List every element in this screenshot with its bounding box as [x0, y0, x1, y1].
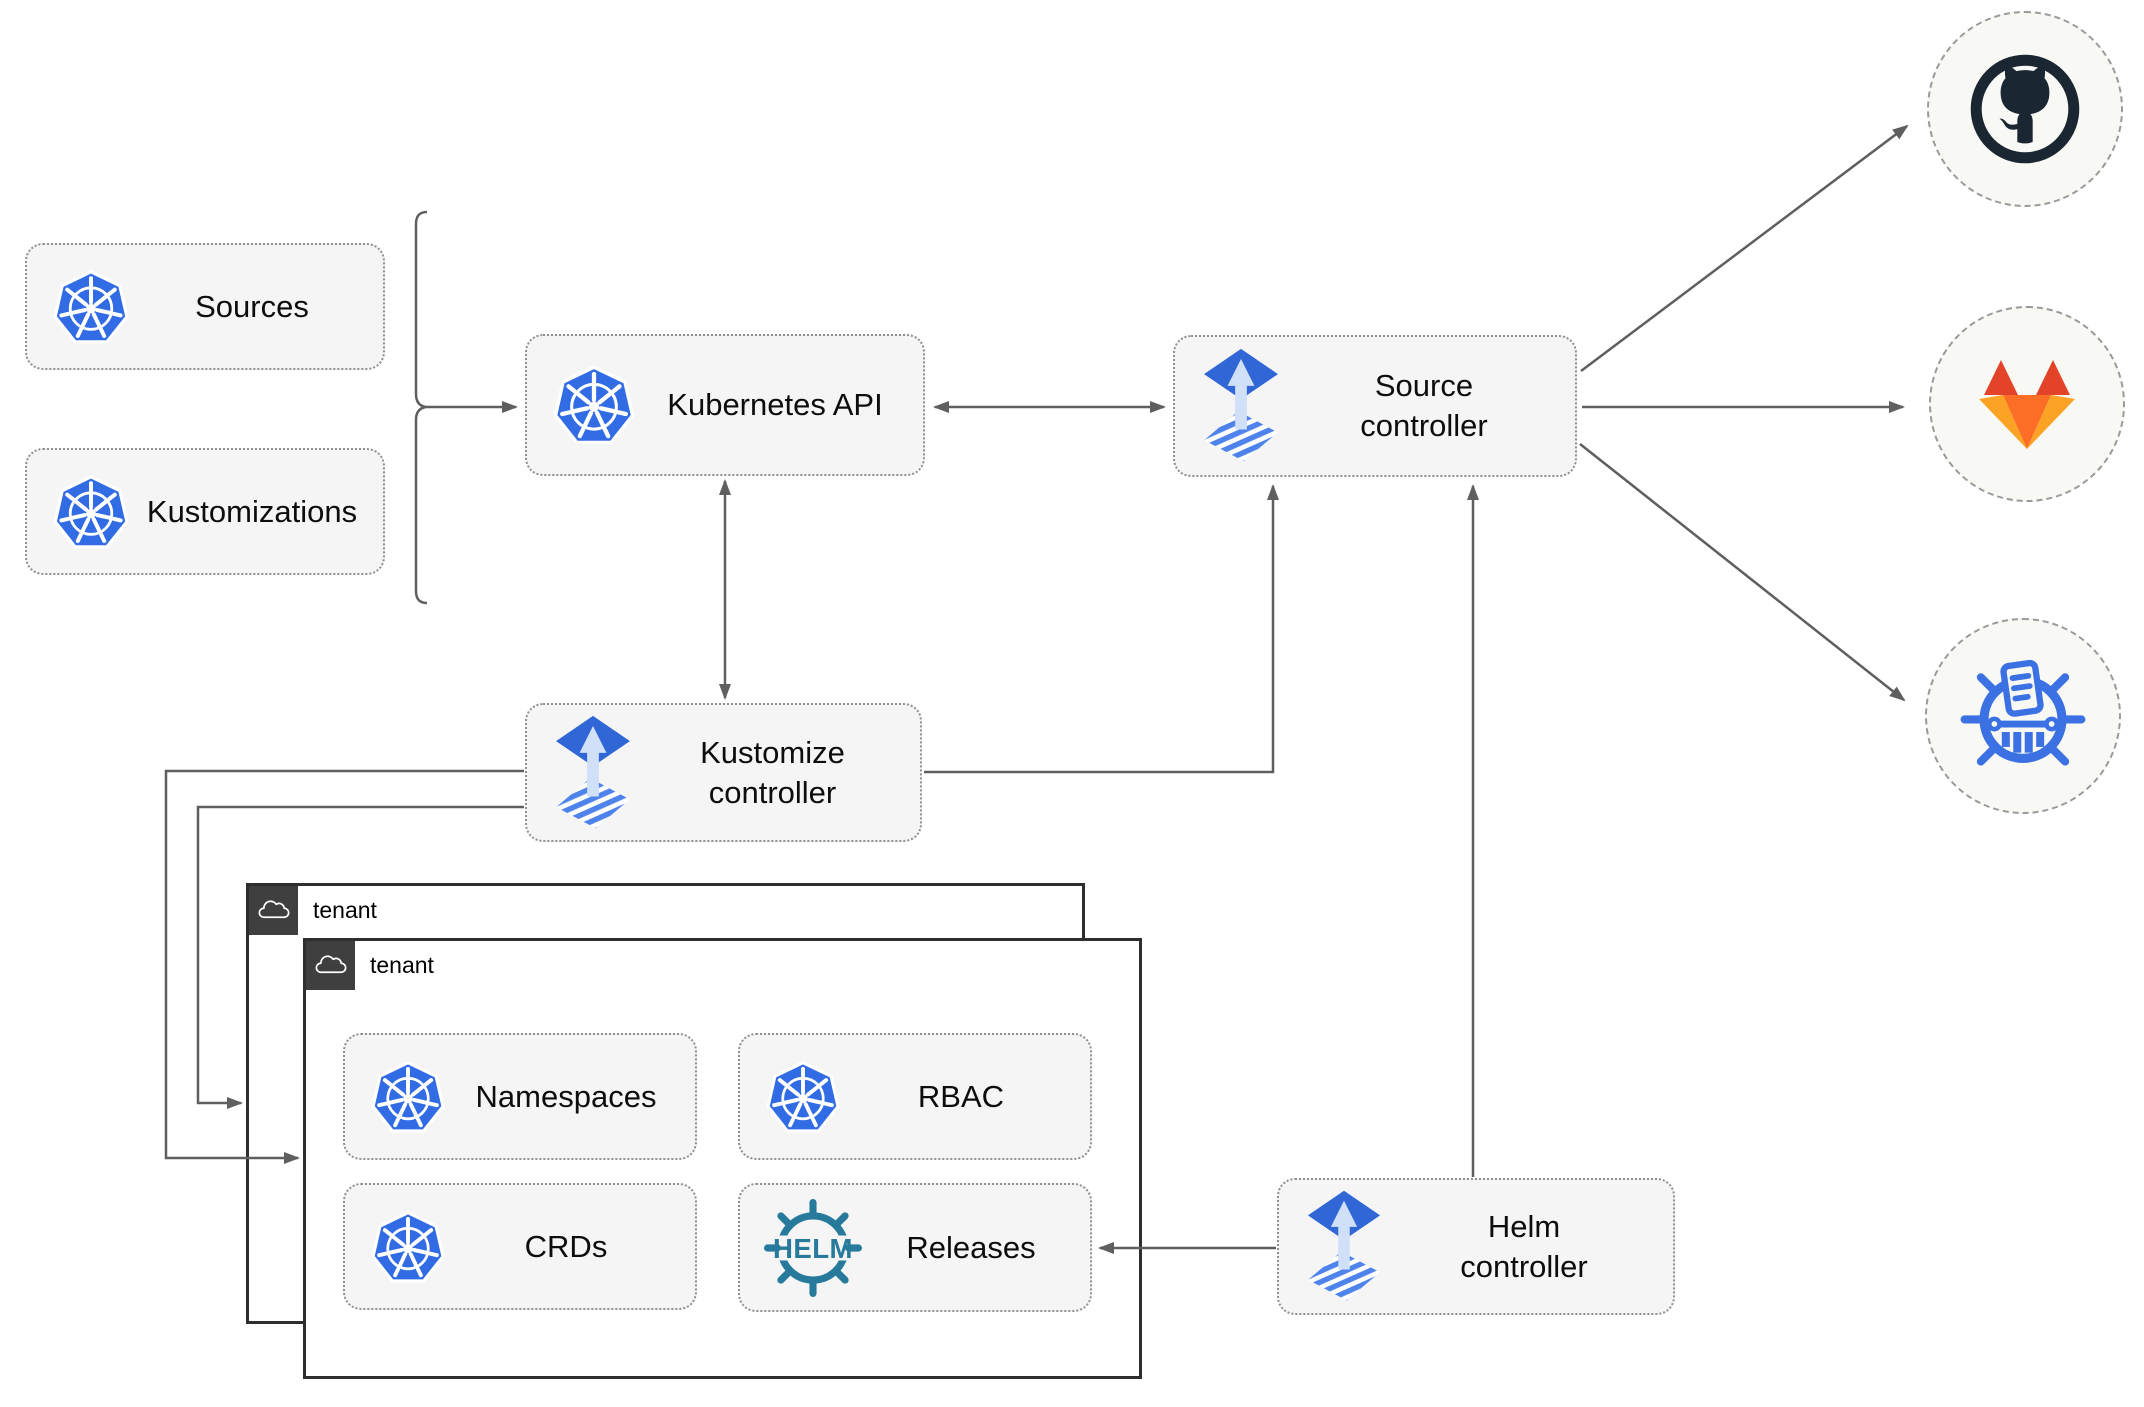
flux-icon [551, 714, 635, 832]
chartmuseum-icon [1960, 659, 2086, 766]
node-label: Kubernetes API [667, 387, 883, 423]
kubernetes-icon [51, 472, 131, 552]
external-helm-repository [1925, 618, 2121, 814]
kubernetes-icon [369, 1208, 447, 1286]
edge-source-to-helm-repository [1579, 443, 1906, 702]
node-source-controller: Source controller [1173, 335, 1577, 477]
tenant-header [249, 886, 298, 935]
flux-icon [1303, 1189, 1385, 1304]
node-sources: Sources [25, 243, 385, 370]
cloud-icon [313, 953, 349, 978]
node-label: Source controller [1360, 368, 1488, 443]
tenant-header [306, 941, 355, 990]
node-label: Helm controller [1460, 1208, 1588, 1284]
node-label: Sources [195, 288, 309, 324]
external-gitlab [1929, 306, 2125, 502]
node-label: Kustomizations [146, 493, 358, 529]
tenant-label: tenant [313, 897, 377, 923]
tenant-label: tenant [370, 952, 434, 978]
helm-logo-text: HELM [773, 1232, 853, 1263]
flux-icon [1199, 347, 1283, 465]
helm-icon: HELM [764, 1198, 862, 1297]
node-label: Namespaces [475, 1078, 657, 1114]
node-kustomize-controller: Kustomize controller [525, 703, 922, 842]
node-kustomizations: Kustomizations [25, 448, 385, 575]
cloud-icon [256, 898, 292, 923]
kubernetes-icon [51, 267, 131, 347]
kubernetes-icon [369, 1058, 447, 1136]
node-label: RBAC [917, 1078, 1005, 1114]
node-rbac: RBAC [738, 1033, 1092, 1160]
node-label: Kustomize controller [700, 734, 845, 810]
node-kubernetes-api: Kubernetes API [525, 334, 925, 476]
node-crds: CRDs [343, 1183, 697, 1310]
github-icon [1970, 54, 2080, 164]
node-label: Releases [906, 1229, 1036, 1265]
gitlab-icon [1979, 360, 2075, 449]
edge-source-to-github [1580, 124, 1909, 372]
kubernetes-icon [551, 362, 637, 448]
node-label: CRDs [524, 1228, 608, 1264]
external-github [1927, 11, 2123, 207]
kubernetes-icon [764, 1058, 842, 1136]
brace-sources-kustomizations [414, 210, 428, 605]
node-helm-controller: Helm controller [1277, 1178, 1675, 1315]
node-releases: HELM Releases [738, 1183, 1092, 1312]
edge-kustomize-to-source [924, 484, 1279, 774]
node-namespaces: Namespaces [343, 1033, 697, 1160]
